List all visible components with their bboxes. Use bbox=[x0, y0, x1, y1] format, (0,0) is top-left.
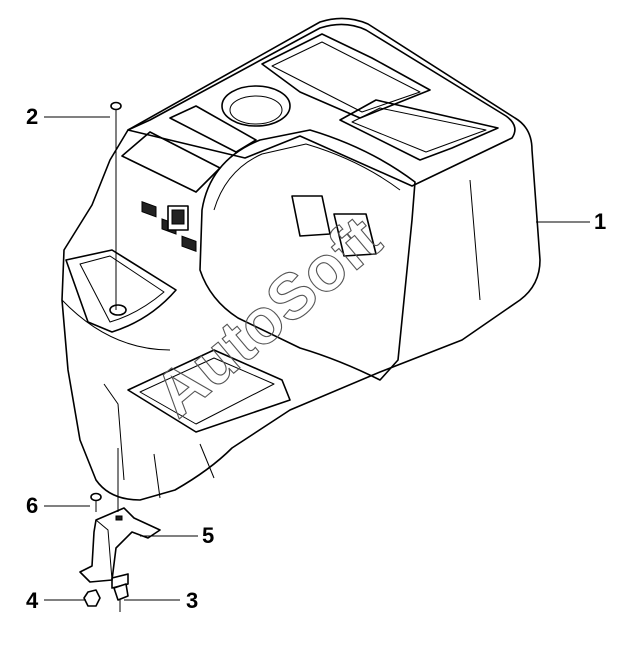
part-3-clip bbox=[113, 583, 129, 612]
callout-label-5: 5 bbox=[202, 523, 214, 548]
part-6-screw bbox=[90, 492, 102, 512]
part-2-screw bbox=[110, 101, 122, 310]
part-4-nut bbox=[83, 589, 101, 607]
callout-label-6: 6 bbox=[26, 493, 38, 518]
callout-label-2: 2 bbox=[26, 104, 38, 129]
center-console bbox=[61, 17, 541, 501]
callout-label-1: 1 bbox=[594, 209, 606, 234]
part-5-bracket bbox=[79, 507, 161, 589]
callout-label-3: 3 bbox=[186, 588, 198, 613]
leader-lines bbox=[44, 116, 590, 601]
callout-label-4: 4 bbox=[26, 588, 39, 613]
